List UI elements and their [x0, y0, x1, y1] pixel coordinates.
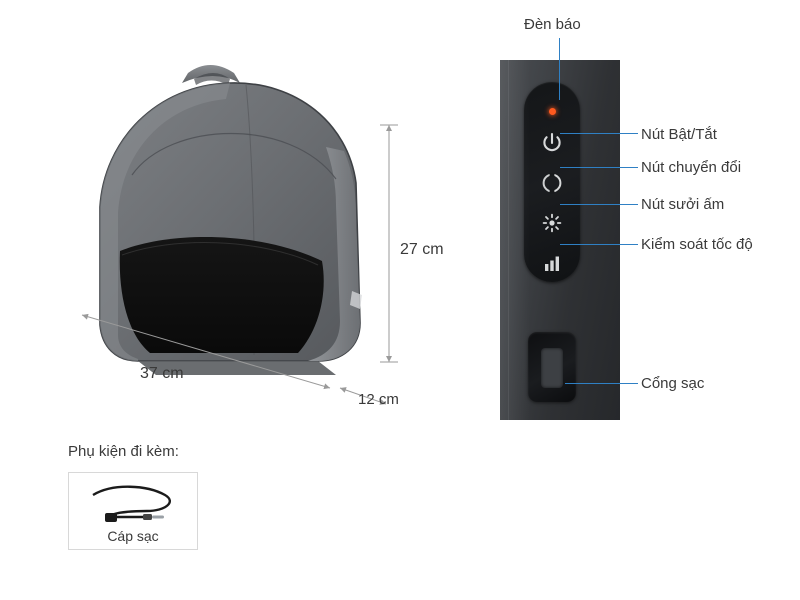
cushion-illustration	[60, 55, 420, 385]
dimension-width-label: 37 cm	[140, 365, 184, 382]
dimension-height-label: 27 cm	[400, 241, 444, 258]
callout-line-mode	[560, 167, 638, 168]
callout-label-speed-button: Kiểm soát tốc độ	[641, 236, 753, 253]
callout-line-speed	[560, 244, 638, 245]
control-pad	[524, 82, 580, 282]
callout-label-heat-button: Nút sưởi ấm	[641, 196, 725, 213]
mode-switch-icon	[542, 172, 562, 194]
callout-line-power	[560, 133, 638, 134]
heat-icon	[542, 213, 562, 233]
callout-line-indicator-light	[559, 38, 560, 100]
charging-cable-icon	[92, 485, 171, 522]
callout-line-heat	[560, 204, 638, 205]
cushion-handle	[182, 65, 240, 85]
callout-label-power-button: Nút Bật/Tắt	[641, 126, 717, 143]
mode-button[interactable]	[524, 168, 580, 198]
callout-label-indicator-light: Đèn báo	[524, 16, 581, 33]
accessory-caption: Cáp sạc	[107, 528, 159, 544]
charging-port-inner	[541, 348, 563, 388]
charging-port[interactable]	[528, 332, 576, 402]
speed-bars-icon	[545, 256, 559, 271]
photo-seam	[508, 60, 509, 420]
accessory-thumbnail-charging-cable	[68, 472, 198, 550]
led-indicator-icon	[524, 106, 580, 116]
speed-button[interactable]	[524, 248, 580, 278]
heat-button[interactable]	[524, 208, 580, 238]
callout-label-charging-port: Cổng sạc	[641, 375, 705, 392]
power-button[interactable]	[524, 128, 580, 158]
accessories-title: Phụ kiện đi kèm:	[68, 443, 179, 460]
dimension-depth-label: 12 cm	[358, 391, 399, 408]
callout-label-mode-button: Nút chuyển đổi	[641, 159, 742, 176]
control-panel-photo	[500, 60, 620, 420]
power-icon	[543, 132, 561, 152]
callout-line-charging-port	[565, 383, 638, 384]
